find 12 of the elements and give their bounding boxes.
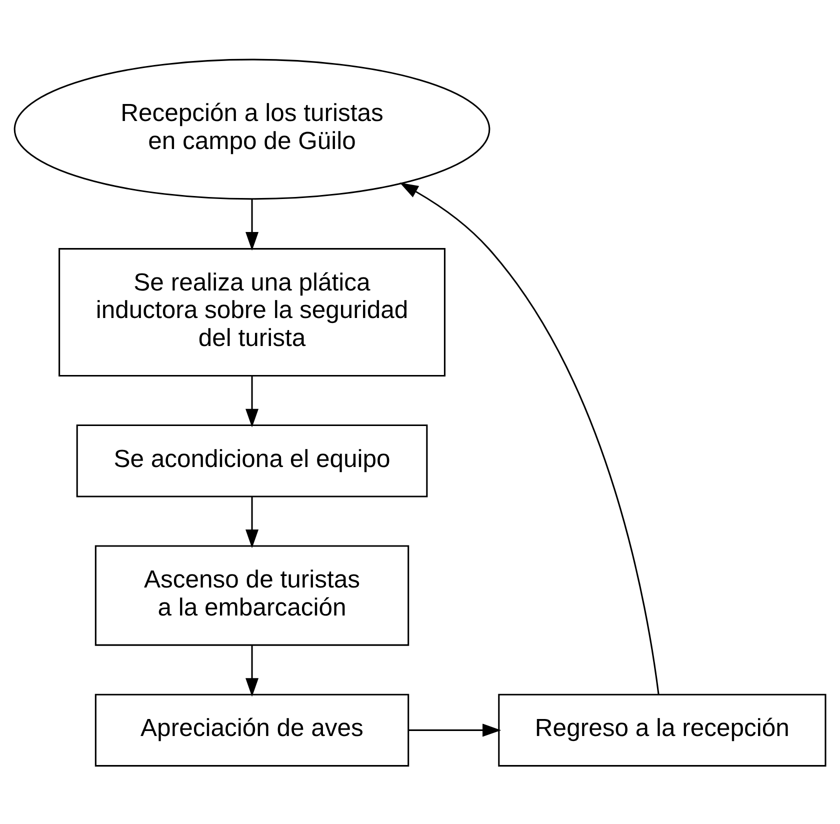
node-ellipse: Recepción a los turistas en campo de Güilo: [14, 58, 490, 200]
arrow: [246, 198, 259, 250]
arrow: [400, 182, 660, 694]
arrow: [246, 496, 259, 548]
node-box: Se realiza una plática inductora sobre la seguridad del turista: [58, 248, 446, 376]
arrow: [408, 723, 502, 736]
arrow: [246, 644, 259, 696]
node-box: Regreso a la recepción: [498, 693, 826, 766]
node-box: Ascenso de turistas a la embarcación: [94, 544, 410, 646]
node-box: Apreciación de aves: [94, 693, 410, 766]
node-box: Se acondiciona el equipo: [76, 424, 428, 497]
arrow: [246, 375, 259, 427]
